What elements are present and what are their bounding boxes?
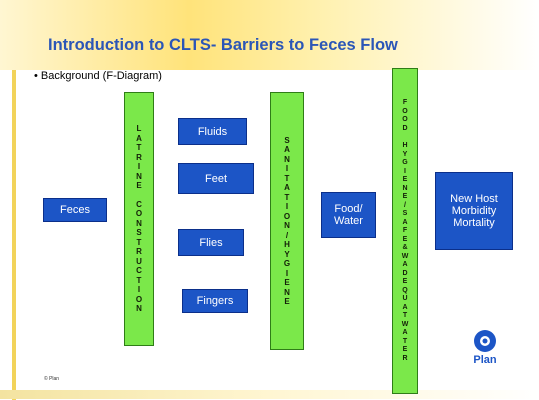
left-accent-bar bbox=[12, 70, 16, 400]
feces-box: Feces bbox=[43, 198, 107, 222]
header-band bbox=[0, 0, 539, 70]
bottom-accent-bar bbox=[0, 390, 539, 399]
food-water-box: Food/ Water bbox=[321, 192, 376, 238]
slide-title: Introduction to CLTS- Barriers to Feces … bbox=[48, 36, 398, 54]
flies-box: Flies bbox=[178, 229, 244, 256]
fingers-box: Fingers bbox=[182, 289, 248, 313]
fluids-box: Fluids bbox=[178, 118, 247, 145]
plan-logo-icon: Plan bbox=[473, 330, 497, 366]
bullet-text: Background (F-Diagram) bbox=[40, 70, 162, 82]
feet-box: Feet bbox=[178, 163, 254, 194]
copyright-footnote: © Plan bbox=[44, 376, 60, 382]
plan-logo-text: Plan bbox=[473, 354, 497, 366]
plan-logo: Plan bbox=[464, 328, 506, 372]
new-host-box: New Host Morbidity Mortality bbox=[435, 172, 513, 250]
bullet-point: • Background (F-Diagram) bbox=[34, 70, 162, 82]
